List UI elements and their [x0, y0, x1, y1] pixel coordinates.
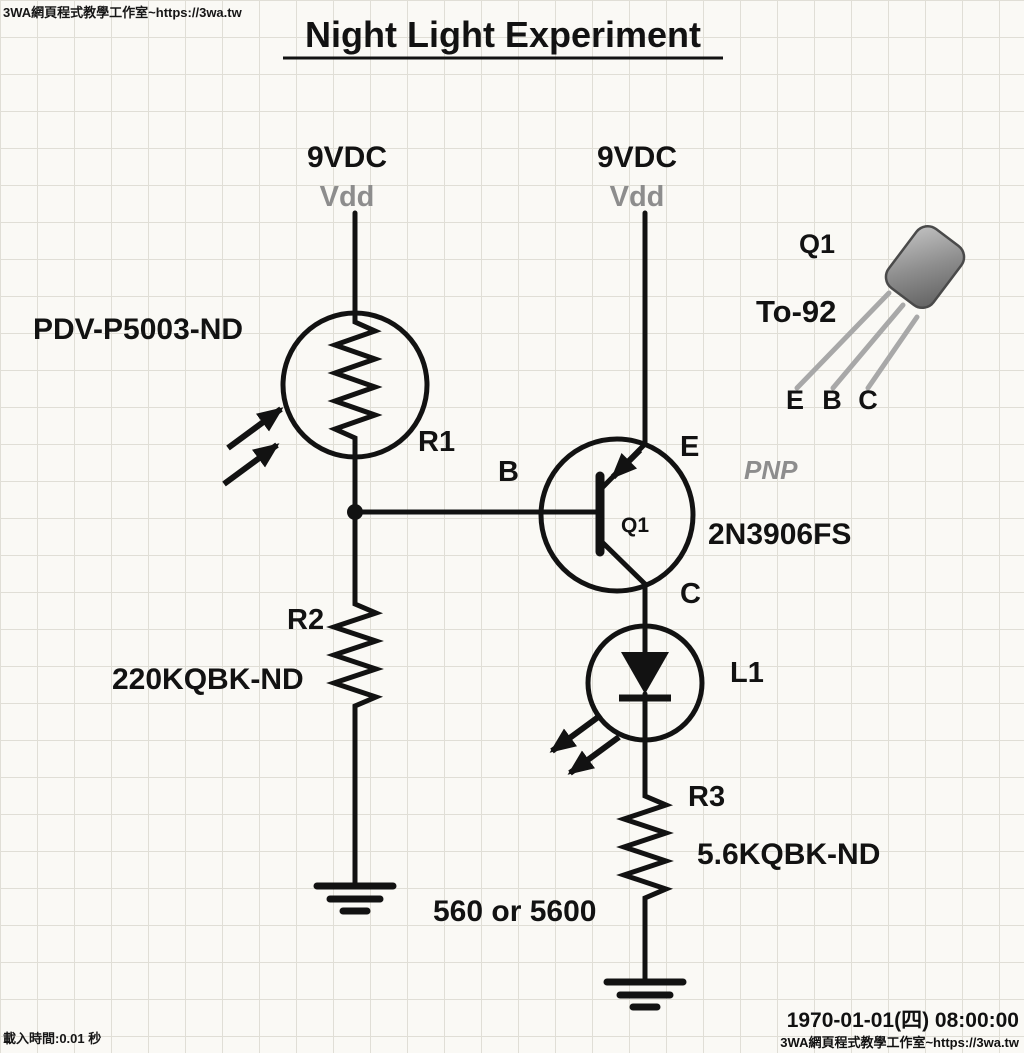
transistor-collector-leg: [597, 537, 648, 587]
diagram-title: Night Light Experiment: [305, 14, 701, 55]
package-pin-e-label: E: [786, 385, 804, 415]
watermark-site-bottom: 3WA網頁程式教學工作室~https://3wa.tw: [780, 1035, 1019, 1050]
led-triangle-icon: [621, 652, 669, 694]
watermark-site-top: 3WA網頁程式教學工作室~https://3wa.tw: [3, 5, 242, 20]
r3-ref-label: R3: [688, 781, 725, 813]
to92-body: [884, 224, 966, 310]
left-rail-net: Vdd: [320, 181, 375, 213]
junction-dot: [347, 504, 363, 520]
left-rail-voltage: 9VDC: [307, 141, 387, 174]
right-rail-voltage: 9VDC: [597, 141, 677, 174]
transistor-polarity-label: PNP: [744, 455, 798, 485]
right-rail-net: Vdd: [610, 181, 665, 213]
r2-ref-label: R2: [287, 604, 324, 636]
led-emission-arrows-icon: [549, 712, 621, 776]
transistor-ref-label: Q1: [621, 514, 649, 537]
package-ref-label: Q1: [799, 229, 835, 259]
to92-package-drawing: [794, 224, 966, 391]
led-ref-label: L1: [730, 657, 764, 689]
transistor-body: [538, 436, 696, 594]
pnp-emitter-arrow-icon: [610, 447, 643, 480]
r2-part-label: 220KQBK-ND: [112, 663, 304, 696]
photocell-resistor-zigzag: [327, 309, 383, 461]
datetime-text: 1970-01-01(四) 08:00:00: [786, 1008, 1019, 1032]
r3-alt-value-label: 560 or 5600: [433, 895, 596, 928]
circuit-wiring: [280, 210, 705, 983]
ground-right-icon: [603, 978, 687, 1011]
photocell-ref-label: R1: [418, 426, 455, 458]
transistor-part-label: 2N3906FS: [708, 518, 851, 551]
package-pin-b-label: B: [822, 385, 842, 415]
transistor-collector-label: C: [680, 578, 701, 610]
ground-left-icon: [313, 882, 397, 915]
resistor-r2-zigzag: [326, 595, 384, 719]
transistor-emitter-label: E: [680, 431, 699, 463]
resistor-r3-zigzag: [616, 787, 674, 913]
photocell-part-label: PDV-P5003-ND: [33, 313, 243, 346]
r3-part-label: 5.6KQBK-ND: [697, 838, 880, 871]
load-time-text: 載入時間:0.01 秒: [3, 1031, 102, 1046]
photocell-light-arrows-icon: [222, 406, 284, 487]
package-pin-c-label: C: [858, 385, 878, 415]
datetime-block: 1970-01-01(四) 08:00:00 3WA網頁程式教學工作室~http…: [780, 1009, 1019, 1051]
transistor-base-label: B: [498, 456, 519, 488]
package-name-label: To-92: [756, 294, 836, 329]
to92-legs: [794, 290, 920, 391]
